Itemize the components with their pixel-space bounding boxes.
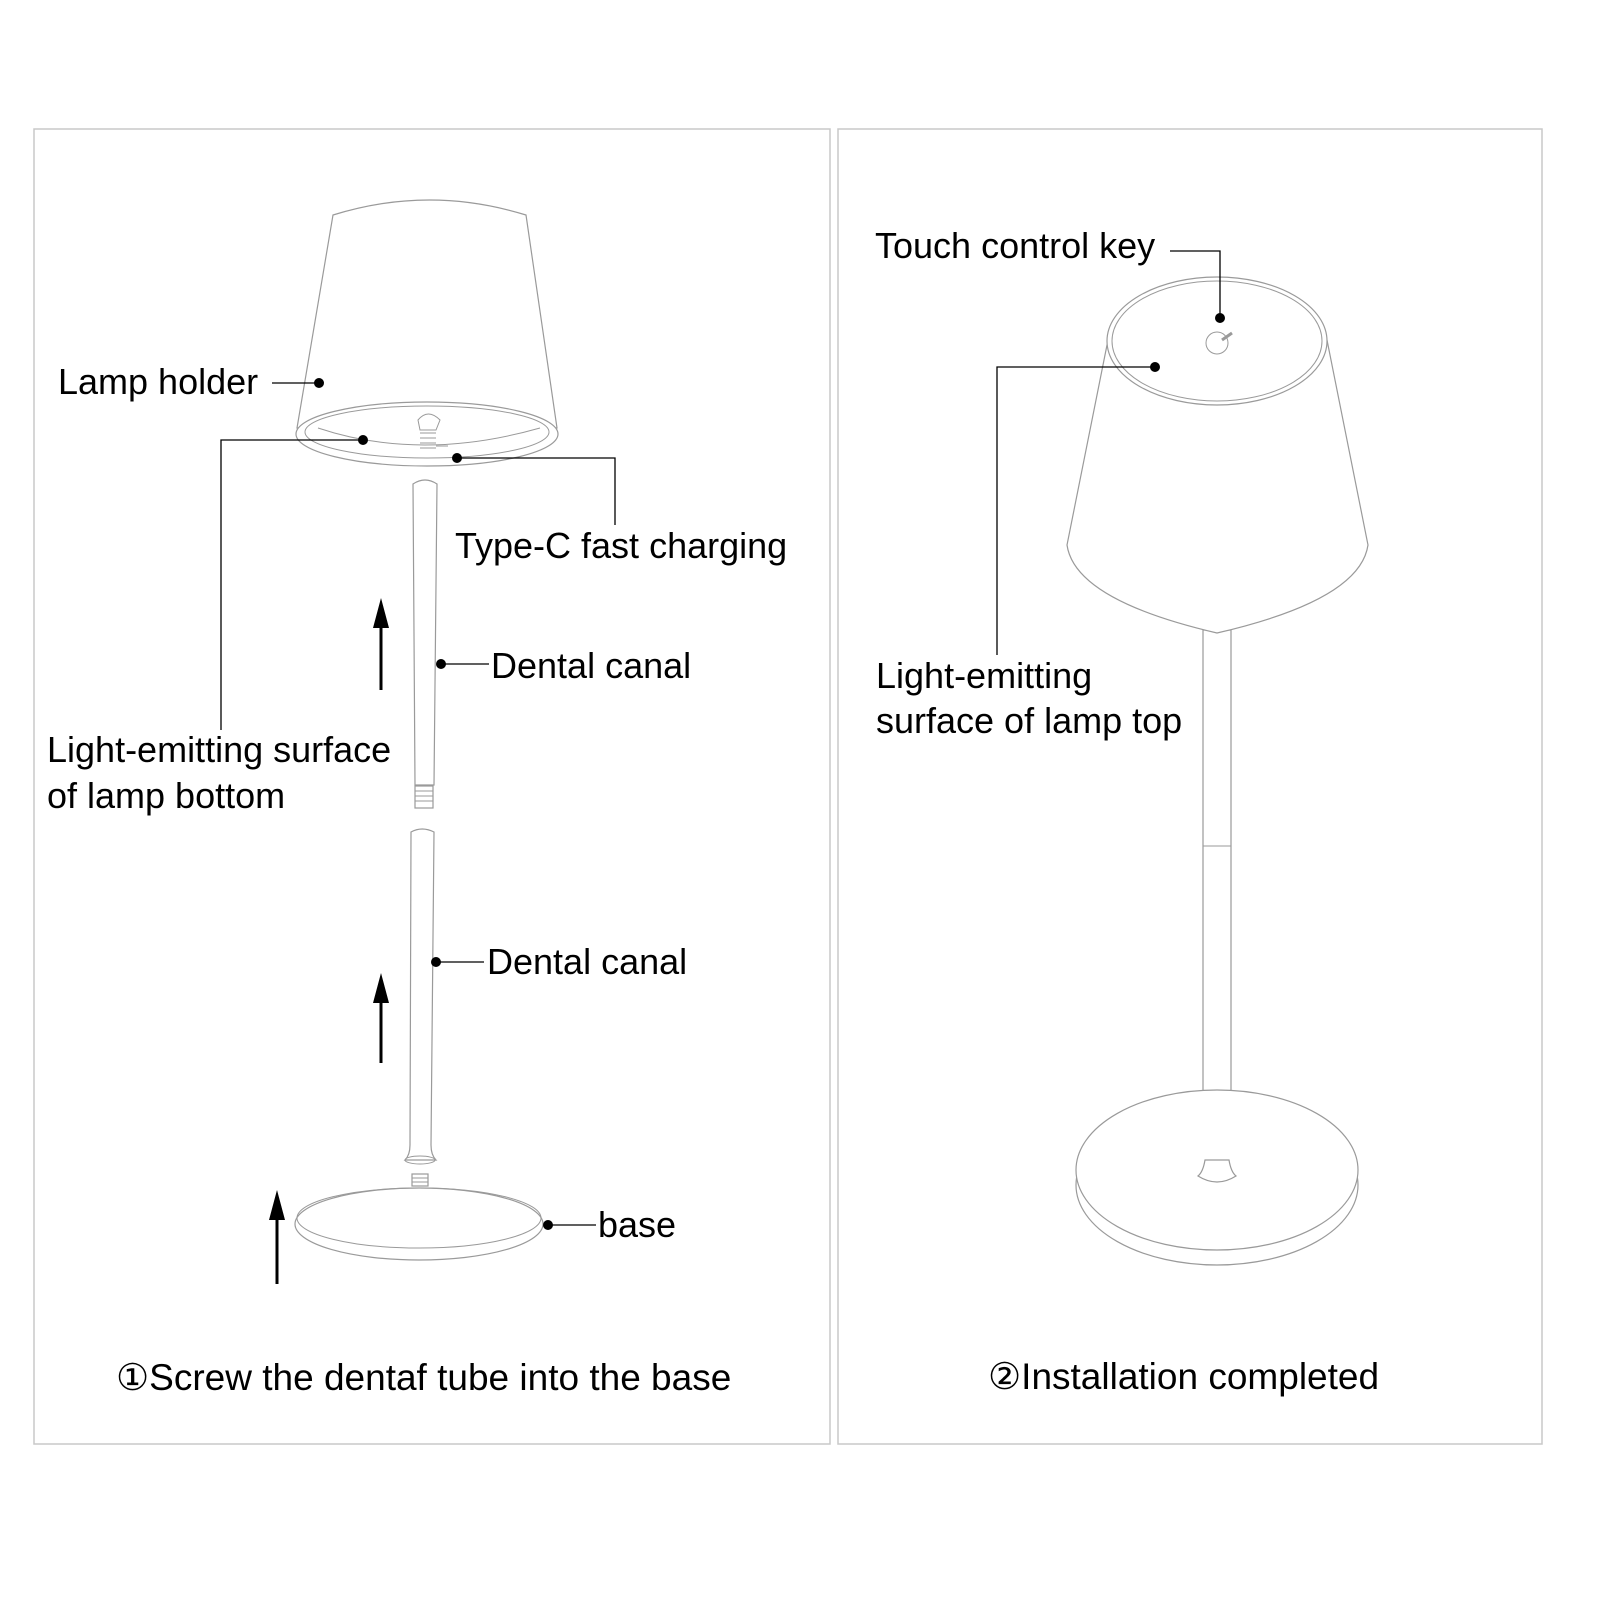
dental-canal-tube-1: [412, 479, 438, 809]
base-drawing: [294, 1187, 544, 1261]
lamp-holder-drawing: [295, 199, 559, 467]
label-light-bottom-1: Light-emitting surface: [47, 729, 391, 770]
label-light-top-1: Light-emitting: [876, 655, 1092, 696]
right-panel-frame: [837, 128, 1543, 1445]
leader-line: [220, 439, 363, 730]
label-type-c: Type-C fast charging: [455, 525, 787, 566]
callout-dot: [436, 659, 446, 669]
callout-dot: [1150, 362, 1160, 372]
leader-line: [457, 457, 616, 525]
left-panel-frame: [33, 128, 831, 1445]
up-arrow-icon: [373, 598, 389, 690]
label-lamp-holder: Lamp holder: [58, 361, 258, 402]
up-arrow-icon: [373, 973, 389, 1063]
label-dental-canal-2: Dental canal: [487, 941, 687, 982]
callout-dot: [358, 435, 368, 445]
power-icon: [1205, 331, 1233, 355]
step-2-caption: ②Installation completed: [988, 1356, 1379, 1397]
dental-canal-tube-2: [403, 828, 438, 1187]
callout-dot: [543, 1220, 553, 1230]
callout-dot: [1215, 313, 1225, 323]
callout-dot: [431, 957, 441, 967]
label-light-bottom-2: of lamp bottom: [47, 775, 285, 816]
callout-dot: [452, 453, 462, 463]
label-light-top-2: surface of lamp top: [876, 700, 1182, 741]
leader-line: [996, 366, 1155, 655]
label-base: base: [598, 1204, 676, 1245]
callout-dot: [314, 378, 324, 388]
assembled-lamp-drawing: [1066, 276, 1369, 1266]
leader-line: [1170, 250, 1221, 318]
label-touch-control-key: Touch control key: [875, 225, 1155, 266]
label-dental-canal-1: Dental canal: [491, 645, 691, 686]
step-1-caption: ①Screw the dentaf tube into the base: [116, 1357, 731, 1398]
up-arrow-icon: [269, 1190, 285, 1284]
